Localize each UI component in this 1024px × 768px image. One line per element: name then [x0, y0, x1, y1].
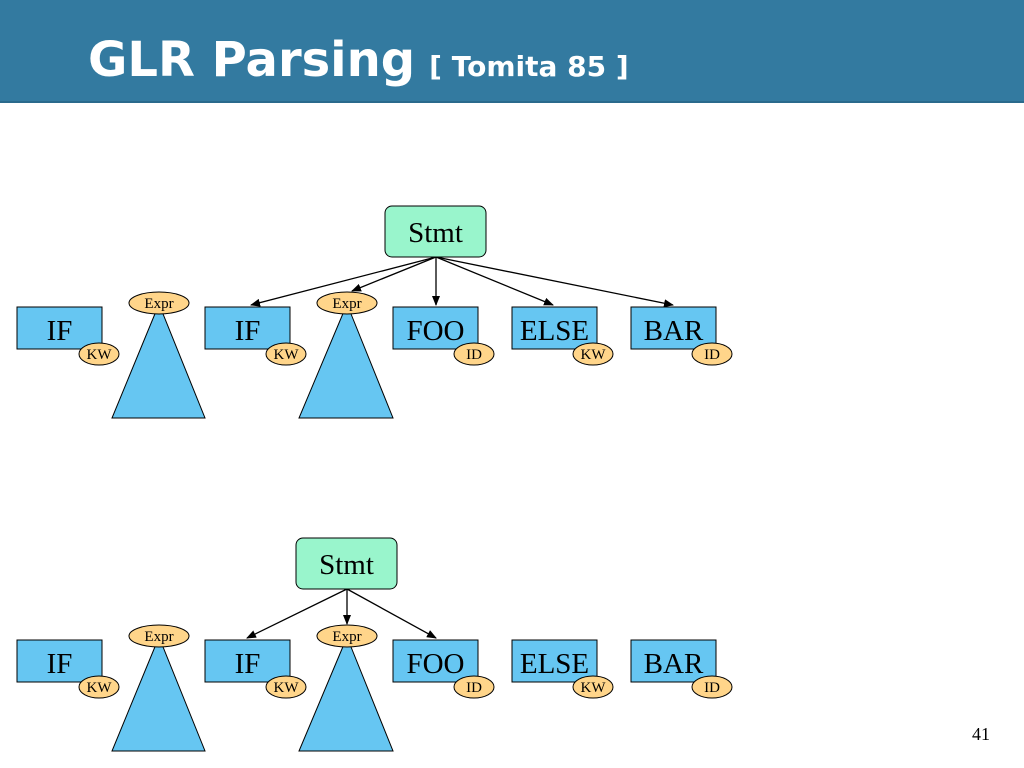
tag-oval — [691, 342, 733, 366]
token-label: IF — [235, 315, 261, 347]
stmt-node — [384, 205, 487, 258]
tag-label: ID — [704, 680, 720, 696]
tag-oval — [572, 342, 614, 366]
tag-label: KW — [274, 680, 300, 696]
expr-label: Expr — [332, 296, 361, 312]
expr-triangle — [111, 635, 206, 752]
expr-label: Expr — [332, 629, 361, 645]
token-box — [630, 306, 717, 350]
diagram-top: Stmt IF IF FOO ELSE BAR Expr Expr KW KW … — [16, 205, 733, 419]
tag-oval — [453, 342, 495, 366]
stmt-label: Stmt — [408, 217, 463, 249]
token-label: ELSE — [520, 315, 589, 347]
expr-triangle — [111, 302, 206, 419]
expr-oval — [316, 624, 378, 648]
expr-triangle — [298, 635, 394, 752]
token-label: FOO — [406, 315, 464, 347]
expr-label: Expr — [144, 629, 173, 645]
edge — [346, 588, 437, 639]
tag-label: ID — [466, 347, 482, 363]
stmt-node — [295, 537, 398, 590]
diagram-bottom: Stmt IF IF FOO ELSE BAR Expr Expr KW KW … — [16, 537, 733, 752]
tag-oval — [453, 675, 495, 699]
title-citation: [ Tomita 85 ] — [429, 50, 629, 83]
token-label: IF — [47, 315, 73, 347]
stmt-label: Stmt — [319, 549, 374, 581]
token-box — [630, 639, 717, 683]
tag-oval — [265, 675, 307, 699]
token-label: IF — [235, 648, 261, 680]
expr-label: Expr — [144, 296, 173, 312]
token-box — [16, 306, 103, 350]
tag-oval — [78, 675, 120, 699]
expr-oval — [128, 624, 190, 648]
tag-oval — [78, 342, 120, 366]
token-label: FOO — [406, 648, 464, 680]
token-box — [204, 306, 291, 350]
token-box — [392, 639, 479, 683]
token-label: BAR — [644, 648, 704, 680]
token-box — [392, 306, 479, 350]
title-text: GLR Parsing — [88, 32, 416, 88]
slide-title: GLR Parsing [ Tomita 85 ] — [88, 28, 629, 99]
expr-oval — [316, 291, 378, 315]
tag-label: KW — [274, 347, 300, 363]
token-box — [511, 639, 598, 683]
tag-label: KW — [87, 347, 113, 363]
edge — [351, 256, 437, 292]
tag-label: ID — [704, 347, 720, 363]
tag-oval — [691, 675, 733, 699]
expr-oval — [128, 291, 190, 315]
tag-oval — [265, 342, 307, 366]
token-box — [16, 639, 103, 683]
edge — [435, 256, 674, 308]
edge — [250, 256, 437, 307]
tag-label: KW — [581, 680, 607, 696]
title-bar: GLR Parsing [ Tomita 85 ] — [0, 0, 1024, 103]
token-label: BAR — [644, 315, 704, 347]
tag-oval — [572, 675, 614, 699]
edge — [246, 588, 348, 639]
token-label: ELSE — [520, 648, 589, 680]
token-box — [511, 306, 598, 350]
token-box — [204, 639, 291, 683]
token-label: IF — [47, 648, 73, 680]
tag-label: KW — [581, 347, 607, 363]
expr-triangle — [298, 302, 394, 419]
tag-label: ID — [466, 680, 482, 696]
edge — [435, 256, 554, 306]
tag-label: KW — [87, 680, 113, 696]
slide-number: 41 — [972, 724, 990, 744]
